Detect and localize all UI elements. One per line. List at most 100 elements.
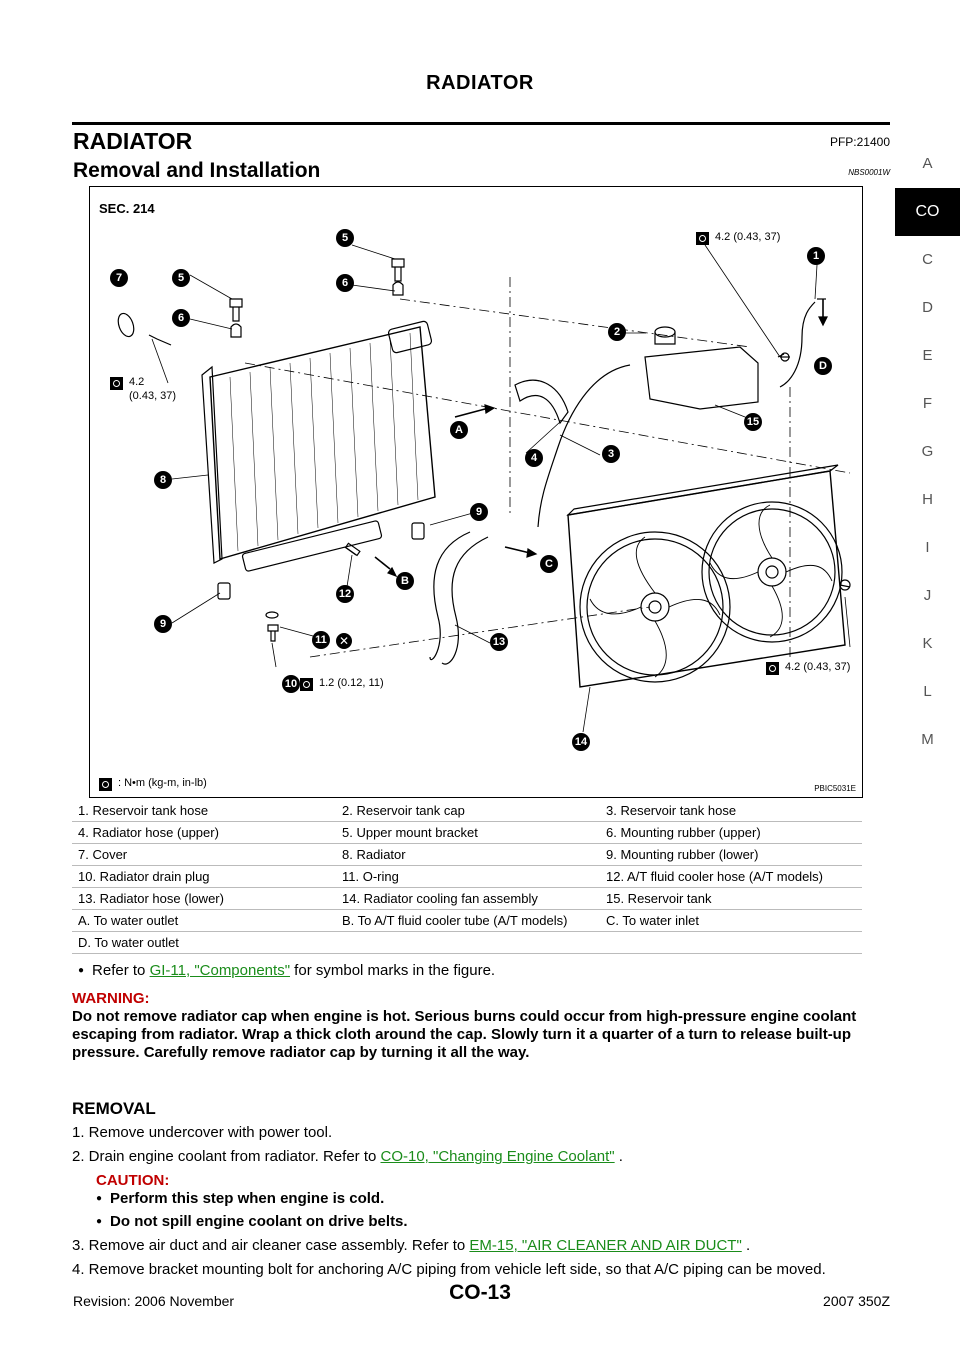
legend-cell: A. To water outlet (72, 909, 336, 932)
table-row: D. To water outlet (72, 931, 862, 954)
side-tab-d[interactable]: D (922, 299, 933, 316)
legend-cell: B. To A/T fluid cooler tube (A/T models) (336, 909, 600, 932)
footer-model: 2007 350Z (823, 1293, 890, 1309)
callout-5-left: 5 (172, 269, 190, 287)
legend-cell: 9. Mounting rubber (lower) (600, 843, 862, 866)
caution-label: CAUTION: (96, 1172, 170, 1189)
legend-cell: 15. Reservoir tank (600, 887, 862, 910)
legend-cell: 7. Cover (72, 843, 336, 866)
legend-cell: C. To water inlet (600, 909, 862, 932)
torque-wrench-icon (110, 377, 123, 390)
radiator-exploded-drawing (117, 244, 851, 733)
side-tab-e[interactable]: E (922, 347, 933, 364)
side-tab-co[interactable]: CO (895, 188, 960, 236)
callout-10: 10 (282, 675, 300, 693)
table-row: A. To water outlet B. To A/T fluid coole… (72, 909, 862, 932)
legend-cell: 13. Radiator hose (lower) (72, 887, 336, 910)
legend-cell (600, 931, 862, 954)
letter-a: A (450, 421, 468, 439)
table-row: 13. Radiator hose (lower) 14. Radiator c… (72, 887, 862, 910)
callout-11: 11 (312, 631, 330, 649)
torque-spec-bolt-fan: 4.2 (0.43, 37) (766, 661, 850, 675)
callout-12: 12 (336, 585, 354, 603)
legend-cell: 8. Radiator (336, 843, 600, 866)
callout-4: 4 (525, 449, 543, 467)
side-tab-m[interactable]: M (921, 731, 934, 748)
legend-cell: 11. O-ring (336, 865, 600, 888)
letter-c: C (540, 555, 558, 573)
do-not-reuse-icon: ✕ (336, 633, 352, 649)
table-row: 10. Radiator drain plug 11. O-ring 12. A… (72, 865, 862, 888)
callout-8: 8 (154, 471, 172, 489)
callout-6-upper: 6 (336, 274, 354, 292)
torque-wrench-icon (300, 678, 313, 691)
letter-b: B (396, 572, 414, 590)
callout-2: 2 (608, 323, 626, 341)
callout-13: 13 (490, 633, 508, 651)
legend-cell: 12. A/T fluid cooler hose (A/T models) (600, 865, 862, 888)
callout-9-right: 9 (470, 503, 488, 521)
callout-6-left: 6 (172, 309, 190, 327)
link-co-10-changing-coolant[interactable]: CO-10, "Changing Engine Coolant" (380, 1148, 615, 1165)
caution-item-2: Do not spill engine coolant on drive bel… (96, 1213, 916, 1233)
page-header-title: RADIATOR (426, 72, 534, 94)
side-tab-k[interactable]: K (922, 635, 933, 652)
legend-cell: 1. Reservoir tank hose (72, 800, 336, 822)
letter-d: D (814, 357, 832, 375)
warning-text: Do not remove radiator cap when engine i… (72, 1008, 857, 1061)
subsection-title: Removal and Installation (73, 159, 321, 182)
warning-label: WARNING: (72, 990, 150, 1007)
link-em-15-air-cleaner[interactable]: EM-15, "AIR CLEANER AND AIR DUCT" (469, 1237, 742, 1254)
side-tab-g[interactable]: G (921, 443, 934, 460)
side-tab-l[interactable]: L (923, 683, 932, 700)
removal-heading: REMOVAL (72, 1099, 156, 1118)
side-index-tabs: A CO C D E F G H I J K L M (895, 140, 960, 764)
torque-spec-bolt-reservoir: 4.2 (0.43, 37) (696, 231, 780, 245)
side-tab-j[interactable]: J (923, 587, 932, 604)
callout-9-left: 9 (154, 615, 172, 633)
table-row: 1. Reservoir tank hose 2. Reservoir tank… (72, 800, 862, 822)
torque-wrench-icon (696, 232, 709, 245)
side-tab-h[interactable]: H (922, 491, 933, 508)
table-row: 4. Radiator hose (upper) 5. Upper mount … (72, 821, 862, 844)
legend-cell: 10. Radiator drain plug (72, 865, 336, 888)
removal-step-4: 4. Remove bracket mounting bolt for anch… (72, 1261, 826, 1278)
torque-spec-drain-plug: 1.2 (0.12, 11) (300, 677, 384, 691)
removal-step-1: 1. Remove undercover with power tool. (72, 1124, 333, 1141)
torque-unit-legend: : N•m (kg-m, in-lb) (99, 777, 207, 791)
figure-code: PBIC5031E (814, 784, 856, 793)
legend-cell: 5. Upper mount bracket (336, 821, 600, 844)
callout-14: 14 (572, 733, 590, 751)
table-row: 7. Cover 8. Radiator 9. Mounting rubber … (72, 843, 862, 866)
section-title: RADIATOR (73, 128, 193, 154)
link-gi-11-components[interactable]: GI-11, "Components" (149, 962, 291, 979)
refer-note: Refer to GI-11, "Components" for symbol … (78, 962, 898, 982)
torque-spec-bolt-radiator: 4.2 (0.43, 37) (110, 376, 176, 404)
legend-cell (336, 931, 600, 954)
legend-cell: 3. Reservoir tank hose (600, 800, 862, 822)
exploded-view-figure: SEC. 214 4.2 (0.43, 37) 4.2 (0.43, 37) 1… (89, 186, 863, 798)
callout-7: 7 (110, 269, 128, 287)
removal-step-2: 2. Drain engine coolant from radiator. R… (72, 1148, 623, 1165)
parts-legend-table: 1. Reservoir tank hose 2. Reservoir tank… (72, 800, 862, 954)
callout-15: 15 (744, 413, 762, 431)
footer-page-number: CO-13 (449, 1281, 511, 1304)
callout-5-upper: 5 (336, 229, 354, 247)
side-tab-f[interactable]: F (922, 395, 933, 412)
legend-cell: 6. Mounting rubber (upper) (600, 821, 862, 844)
section-number-label: SEC. 214 (99, 201, 155, 216)
legend-cell: D. To water outlet (72, 931, 336, 954)
footer-revision: Revision: 2006 November (73, 1293, 235, 1309)
side-tab-a[interactable]: A (922, 155, 933, 172)
legend-cell: 14. Radiator cooling fan assembly (336, 887, 600, 910)
callout-1: 1 (807, 247, 825, 265)
torque-wrench-icon (99, 778, 112, 791)
subsection-ref-code: NBS0001W (848, 168, 890, 177)
callout-3: 3 (602, 445, 620, 463)
side-tab-c[interactable]: C (922, 251, 933, 268)
header-rule (72, 122, 890, 125)
torque-wrench-icon (766, 662, 779, 675)
side-tab-i[interactable]: I (925, 539, 930, 556)
legend-cell: 4. Radiator hose (upper) (72, 821, 336, 844)
removal-step-3: 3. Remove air duct and air cleaner case … (72, 1237, 751, 1254)
